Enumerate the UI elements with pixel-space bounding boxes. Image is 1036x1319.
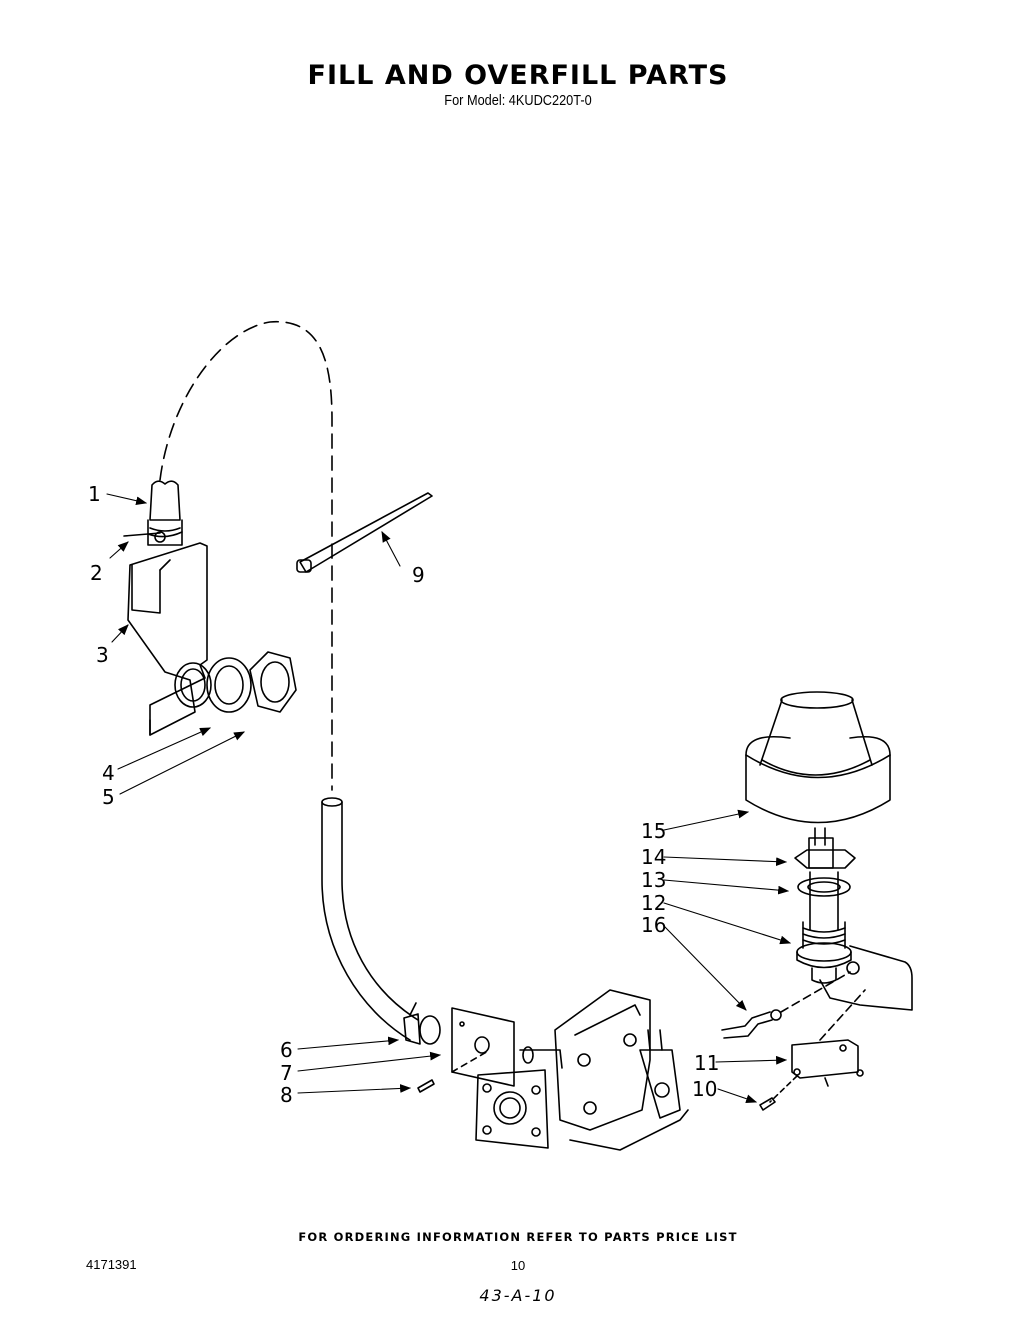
callout-3: 3 (96, 643, 109, 667)
callout-12: 12 (641, 891, 666, 915)
callout-1: 1 (88, 482, 101, 506)
leader-lines (106, 493, 792, 1103)
part-13-washer (797, 871, 851, 931)
part-16-lever (721, 971, 851, 1039)
part-7-plate (451, 1007, 515, 1087)
callout-2: 2 (90, 561, 103, 585)
part-8-screw (417, 1079, 435, 1093)
part-3-fill-funnel (127, 542, 208, 736)
callout-8: 8 (280, 1083, 293, 1107)
callout-7: 7 (280, 1061, 293, 1085)
callout-4: 4 (102, 761, 115, 785)
part-10-screw (759, 1097, 776, 1111)
page-number: 10 (510, 1258, 526, 1273)
part-5-hex-nut (249, 651, 297, 713)
part-14-hex-nut (794, 837, 856, 869)
callout-10: 10 (692, 1077, 717, 1101)
callout-15: 15 (641, 819, 666, 843)
callout-9: 9 (412, 563, 425, 587)
callout-16: 16 (641, 913, 666, 937)
model-subtitle: For Model: 4KUDC220T-0 (444, 92, 592, 109)
part-2-clamp (123, 531, 183, 543)
part-4-washer (174, 657, 252, 713)
hose-path-dashed (159, 321, 333, 791)
callout-14: 14 (641, 845, 666, 869)
document-number: 4171391 (86, 1257, 137, 1272)
callout-13: 13 (641, 868, 666, 892)
ordering-note: FOR ORDERING INFORMATION REFER TO PARTS … (298, 1230, 738, 1244)
callout-11: 11 (694, 1051, 719, 1075)
callout-6: 6 (280, 1038, 293, 1062)
part-9-cable-tie (296, 492, 433, 573)
callout-5: 5 (102, 785, 115, 809)
part-12-housing (796, 921, 913, 1011)
part-6-hose (321, 797, 441, 1045)
water-valve-assembly (475, 989, 689, 1151)
page-title: FILL AND OVERFILL PARTS (307, 60, 729, 91)
part-15-float (745, 691, 891, 846)
part-11-switch (769, 989, 866, 1103)
handwritten-reference: 43-A-10 (479, 1286, 557, 1305)
